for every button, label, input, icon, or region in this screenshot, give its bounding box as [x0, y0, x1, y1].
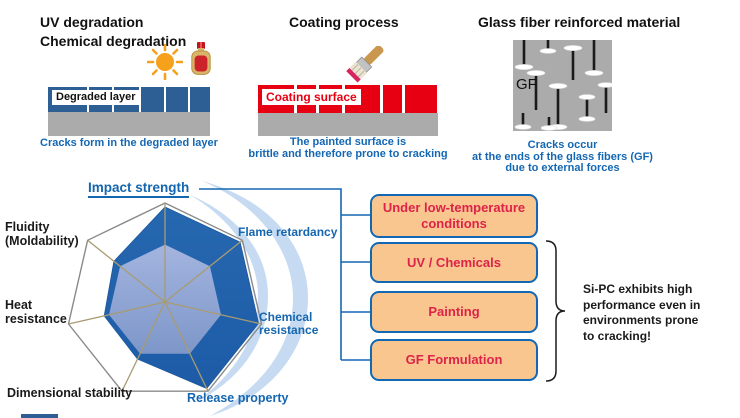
panel-title-coating-process: Coating process [289, 14, 399, 30]
substrate-graphic [48, 112, 210, 136]
callout-label: Under low-temperature conditions [382, 200, 526, 231]
degraded-layer-label: Degraded layer [52, 90, 140, 105]
radar-axis-label-dimensional-stability: Dimensional stability [7, 386, 133, 400]
brace [545, 240, 566, 382]
substrate-graphic [258, 113, 438, 136]
radar-axis-label-impact-strength: Impact strength [88, 180, 190, 198]
callout-label: Painting [428, 304, 480, 319]
callout-label: GF Formulation [405, 352, 503, 367]
cropped-bottom-element [21, 414, 58, 418]
radar-axis-label-heat-resistance: Heat resistance [5, 298, 67, 326]
callout-box-painting: Painting [370, 291, 538, 333]
coating-surface-label: Coating surface [262, 89, 361, 105]
radar-axis-label-fluidity: Fluidity (Moldability) [5, 220, 79, 248]
sun-icon [147, 44, 183, 80]
paintbrush-icon [346, 46, 384, 83]
callout-box-uv-chemicals: UV / Chemicals [370, 242, 538, 283]
coating-caption: The painted surface is brittle and there… [248, 136, 448, 160]
connector-lines [199, 188, 370, 361]
chemical-bottle-icon [191, 42, 211, 75]
highlight-swoosh-inner-icon [188, 194, 268, 402]
callout-box-gf-formulation: GF Formulation [370, 339, 538, 381]
panel-title-glass-fiber: Glass fiber reinforced material [478, 14, 681, 30]
radar-axis-label-release-property: Release property [187, 391, 289, 405]
radar-axis-label-flame-retardancy: Flame retardancy [238, 225, 338, 239]
gf-caption: Cracks occur at the ends of the glass fi… [472, 139, 653, 174]
summary-text: Si-PC exhibits high performance even in … [583, 282, 701, 343]
callout-box-low-temperature: Under low-temperature conditions [370, 194, 538, 238]
uv-caption: Cracks form in the degraded layer [40, 137, 218, 149]
highlight-swoosh-outer-icon [202, 181, 308, 416]
gf-material-label: GF [516, 76, 537, 93]
glass-fiber-material-graphic: GF [513, 40, 615, 131]
radar-axis-label-chemical-resistance: Chemical resistance [259, 310, 319, 337]
callout-label: UV / Chemicals [407, 254, 501, 270]
radar-chart [67, 202, 263, 392]
